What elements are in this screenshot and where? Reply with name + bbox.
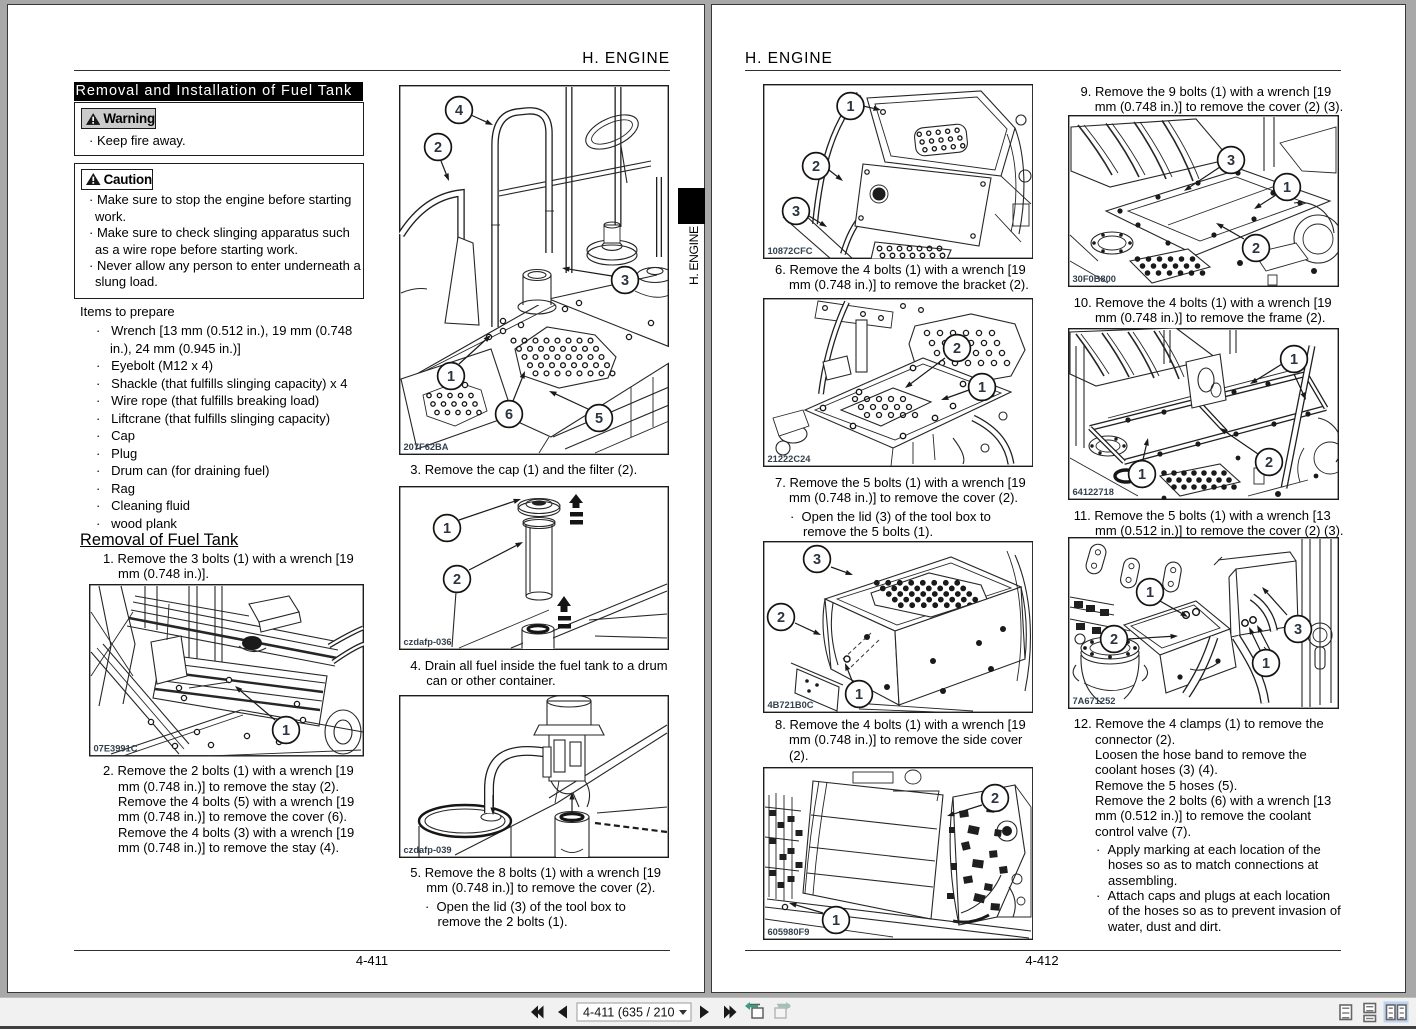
- svg-text:1: 1: [1138, 467, 1146, 483]
- svg-text:30F0B800: 30F0B800: [1073, 274, 1116, 284]
- svg-text:czdafp-036: czdafp-036: [403, 637, 451, 647]
- svg-text:1: 1: [281, 723, 289, 739]
- svg-text:3: 3: [620, 272, 628, 288]
- svg-text:3: 3: [812, 552, 820, 568]
- svg-text:2: 2: [452, 571, 460, 587]
- svg-text:207F62BA: 207F62BA: [403, 442, 448, 452]
- svg-text:21222C24: 21222C24: [767, 454, 811, 464]
- svg-text:2: 2: [1265, 455, 1273, 471]
- svg-text:4B721B0C: 4B721B0C: [767, 700, 813, 710]
- svg-text:4-411 (635 / 210: 4-411 (635 / 210: [583, 1006, 675, 1020]
- svg-text:7A671252: 7A671252: [1073, 696, 1116, 706]
- svg-text:5: 5: [594, 410, 602, 426]
- svg-text:2: 2: [1110, 632, 1118, 648]
- svg-text:07E3991C: 07E3991C: [93, 744, 137, 754]
- svg-text:6: 6: [504, 406, 512, 422]
- svg-text:2: 2: [990, 791, 998, 807]
- svg-text:czdafp-039: czdafp-039: [403, 845, 451, 855]
- svg-text:2: 2: [433, 139, 441, 155]
- svg-text:605980F9: 605980F9: [767, 927, 809, 937]
- svg-text:3: 3: [1227, 153, 1235, 169]
- svg-text:2: 2: [952, 341, 960, 357]
- svg-text:2: 2: [776, 610, 784, 626]
- svg-text:1: 1: [446, 368, 454, 384]
- svg-text:1: 1: [831, 913, 839, 929]
- svg-text:1: 1: [1290, 352, 1298, 368]
- svg-text:2: 2: [1252, 241, 1260, 257]
- svg-text:64122718: 64122718: [1073, 487, 1114, 497]
- svg-text:1: 1: [846, 99, 854, 115]
- svg-text:1: 1: [1262, 656, 1270, 672]
- svg-text:1: 1: [1146, 585, 1154, 601]
- svg-text:2: 2: [811, 159, 819, 175]
- svg-text:10872CFC: 10872CFC: [767, 246, 812, 256]
- svg-text:4: 4: [454, 102, 462, 118]
- svg-text:3: 3: [1294, 622, 1302, 638]
- svg-text:1: 1: [977, 380, 985, 396]
- svg-text:3: 3: [791, 204, 799, 220]
- svg-text:1: 1: [442, 520, 450, 536]
- svg-text:1: 1: [854, 687, 862, 703]
- svg-text:1: 1: [1283, 180, 1291, 196]
